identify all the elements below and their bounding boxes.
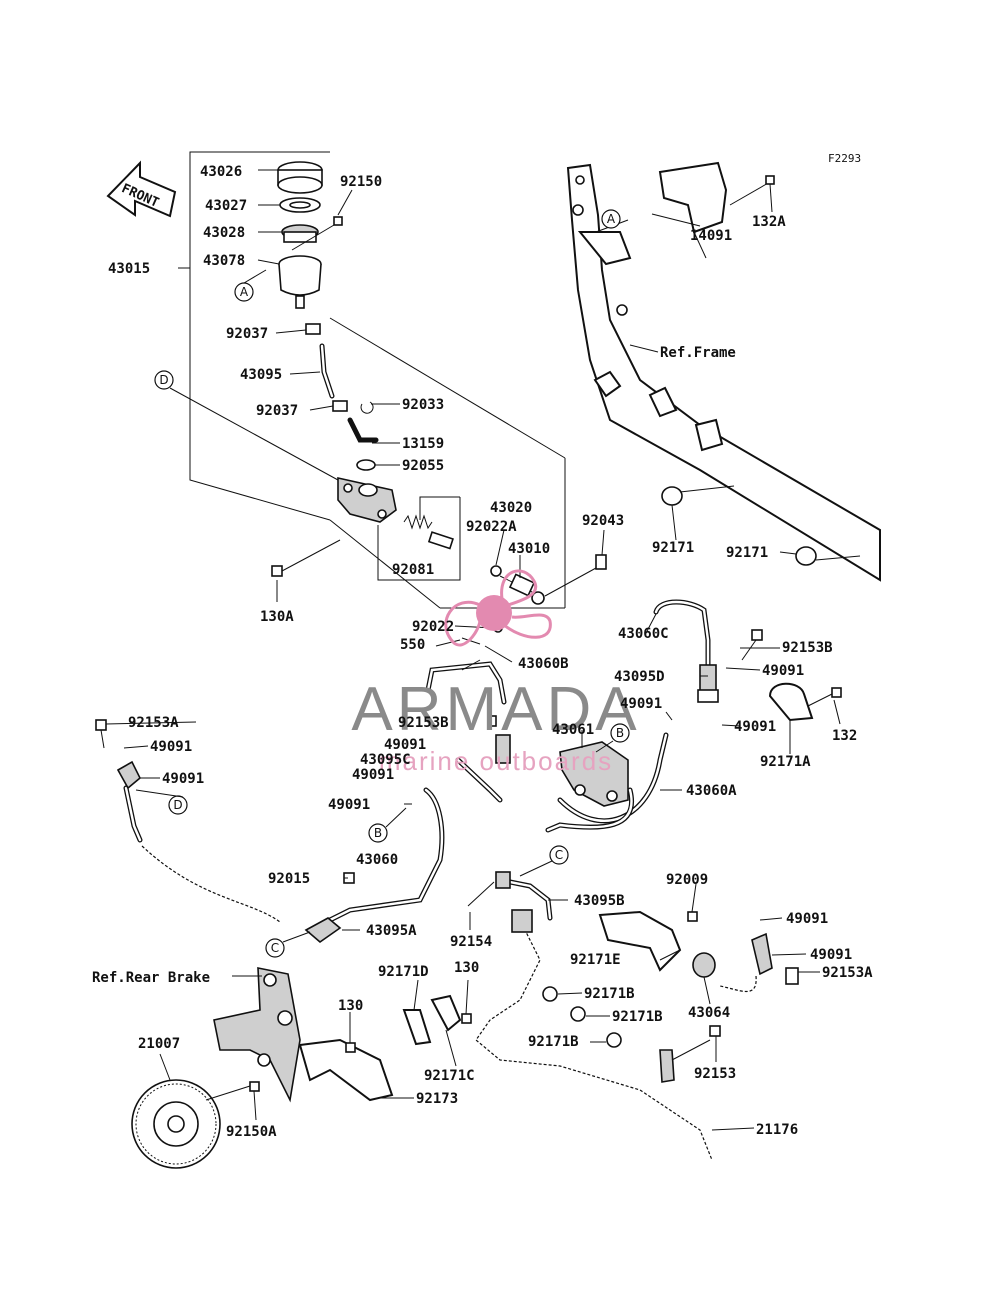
callout-a-1-label: A [240, 285, 249, 299]
callout-d-2-label: D [173, 798, 182, 812]
callout-c-2 [265, 938, 285, 958]
part-label: 49091 [384, 737, 426, 753]
part-label: 92153 [694, 1066, 736, 1082]
part-label: 92043 [582, 513, 624, 529]
part-label: 92171D [378, 964, 429, 980]
callout-a-2 [601, 209, 621, 229]
part-label: 43026 [200, 164, 242, 180]
callout-c-1 [549, 845, 569, 865]
part-label: 43027 [205, 198, 247, 214]
part-label: 21007 [138, 1036, 180, 1052]
ref-frame-label: Ref.Frame [660, 345, 736, 361]
ref-rear-brake-label: Ref.Rear Brake [92, 970, 210, 986]
part-label: 130A [260, 609, 294, 625]
part-label: 92150 [340, 174, 382, 190]
master-cylinder-assembly [178, 151, 607, 663]
part-label: 43060C [618, 626, 669, 642]
callout-a-2-label: A [607, 212, 616, 226]
part-label: 130 [454, 960, 479, 976]
part-label: 92171 [652, 540, 694, 556]
part-label: 49091 [810, 947, 852, 963]
part-label: 43010 [508, 541, 550, 557]
diagram-code: F2293 [828, 152, 861, 165]
part-label: 550 [400, 637, 425, 653]
part-label: 43064 [688, 1005, 730, 1021]
part-label: 92153B [782, 640, 833, 656]
part-label: 92037 [226, 326, 268, 342]
part-label: 49091 [162, 771, 204, 787]
part-label: 43060 [356, 852, 398, 868]
part-label: 92171 [726, 545, 768, 561]
part-label: 92171A [760, 754, 811, 770]
part-label: 92153B [398, 715, 449, 731]
part-label: 43095A [366, 923, 417, 939]
part-label: 43095 [240, 367, 282, 383]
part-label: 43095C [360, 752, 411, 768]
part-label: 92055 [402, 458, 444, 474]
watermark-tagline: marine outboards [379, 746, 613, 776]
part-labels: 43026 43027 43028 43078 43015 92150 9203… [108, 164, 873, 1140]
part-label: 92173 [416, 1091, 458, 1107]
part-label: 130 [338, 998, 363, 1014]
part-label: 43020 [490, 500, 532, 516]
part-label: 49091 [150, 739, 192, 755]
part-label: 92171B [528, 1034, 579, 1050]
callout-d-1 [154, 370, 174, 390]
part-label: 92022 [412, 619, 454, 635]
callout-c-2-label: C [271, 941, 279, 955]
part-label: 92153A [128, 715, 179, 731]
callout-d-1-label: D [159, 373, 168, 387]
callout-b-1 [610, 723, 630, 743]
part-label: 92154 [450, 934, 492, 950]
part-label: 49091 [734, 719, 776, 735]
callout-c-1-label: C [555, 848, 563, 862]
part-label: 49091 [620, 696, 662, 712]
part-label: 43060A [686, 783, 737, 799]
watermark-brand: ARMADA [351, 675, 640, 744]
part-label: 43095D [614, 669, 665, 685]
armada-logo-icon [444, 569, 552, 647]
part-label: 49091 [786, 911, 828, 927]
front-arrow-icon: FRONT [106, 160, 177, 218]
part-label: 92171B [612, 1009, 663, 1025]
part-label: 92033 [402, 397, 444, 413]
callout-b-2 [368, 823, 388, 843]
part-label: 92037 [256, 403, 298, 419]
part-label: 92081 [392, 562, 434, 578]
part-label: 132A [752, 214, 786, 230]
part-label: 92009 [666, 872, 708, 888]
part-label: 21176 [756, 1122, 798, 1138]
part-label: 43078 [203, 253, 245, 269]
part-label: 43060B [518, 656, 569, 672]
part-label: 92171C [424, 1068, 475, 1084]
part-label: 92022A [466, 519, 517, 535]
part-label: 43095B [574, 893, 625, 909]
part-label: 92171B [584, 986, 635, 1002]
hoses-section [95, 599, 842, 1169]
callout-markers: A A D D B B C C [135, 209, 630, 958]
part-label: 14091 [690, 228, 732, 244]
part-label: 92015 [268, 871, 310, 887]
frame-section [566, 161, 881, 582]
part-label: 49091 [762, 663, 804, 679]
part-label: 13159 [402, 436, 444, 452]
part-label: 92150A [226, 1124, 277, 1140]
part-label: 49091 [352, 767, 394, 783]
callout-b-2-label: B [374, 826, 382, 840]
part-label: 49091 [328, 797, 370, 813]
callout-b-1-label: B [616, 726, 624, 740]
part-label: 43061 [552, 722, 594, 738]
part-label: 92171E [570, 952, 621, 968]
watermark: ARMADA marine outboards [351, 569, 640, 776]
part-label: 132 [832, 728, 857, 744]
part-label: 43015 [108, 261, 150, 277]
part-label: 43028 [203, 225, 245, 241]
part-label: 92153A [822, 965, 873, 981]
